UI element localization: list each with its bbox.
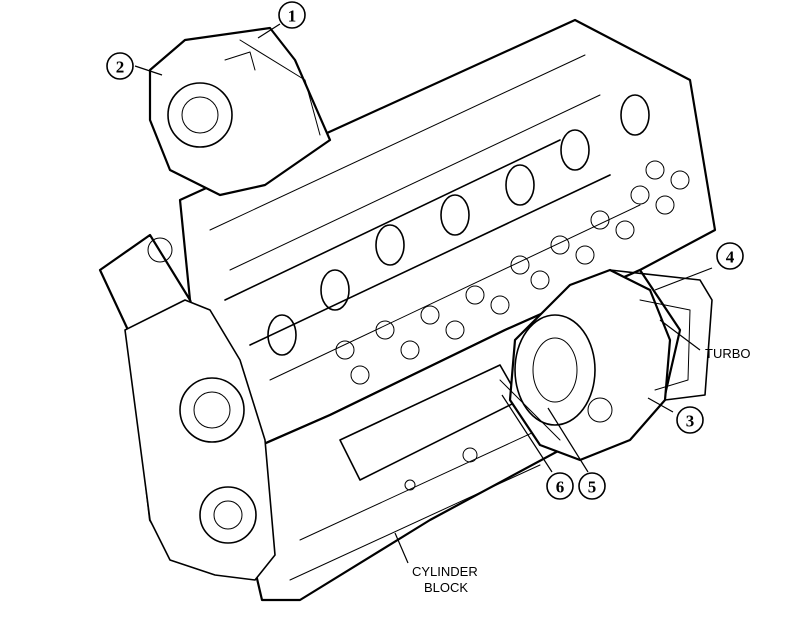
cylinder-block-label-line1: CYLINDER: [412, 564, 478, 579]
callout-1-number: 1: [288, 7, 297, 26]
turbo-drawing: [499, 268, 713, 462]
callout-2-number: 2: [116, 58, 125, 77]
leader-lines: [134, 23, 713, 564]
callout-2: 2: [106, 52, 134, 80]
callout-6-number: 6: [556, 478, 565, 497]
callout-6: 6: [546, 472, 574, 500]
callout-3: 3: [676, 406, 704, 434]
callout-4-number: 4: [726, 248, 735, 267]
callout-4: 4: [716, 242, 744, 270]
front-cover-drawing: [148, 26, 332, 197]
cylinder-block-label-line2: BLOCK: [424, 580, 468, 595]
turbo-label: TURBO: [705, 346, 751, 361]
callout-5: 5: [578, 472, 606, 500]
callout-1: 1: [278, 1, 306, 29]
callout-3-number: 3: [686, 412, 695, 431]
callout-5-number: 5: [588, 478, 597, 497]
